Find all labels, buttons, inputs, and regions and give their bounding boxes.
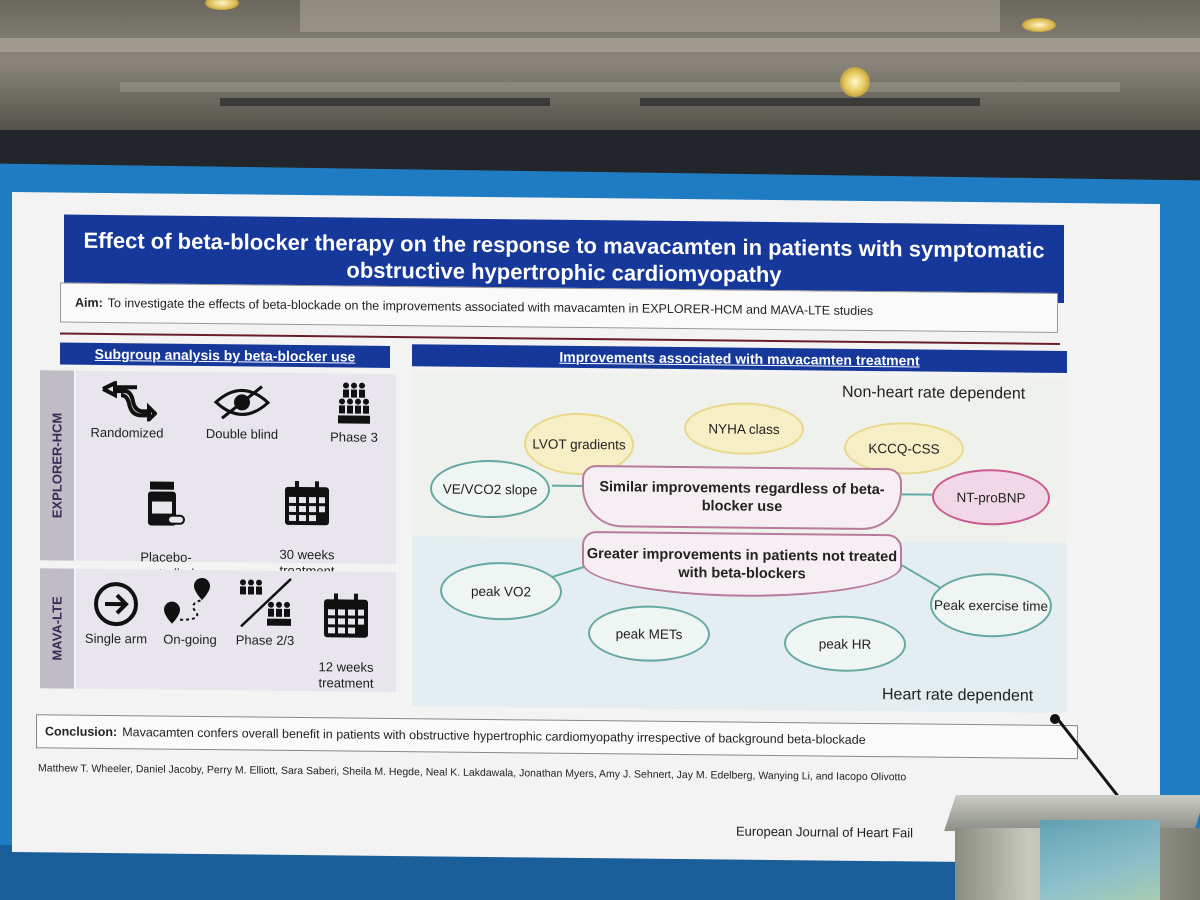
randomized-item: Randomized	[82, 380, 172, 442]
placebo-item: Placebo- controlled	[116, 463, 216, 582]
mava-box: Single arm On-going P	[76, 568, 396, 693]
connector-line	[552, 484, 582, 487]
microphone-icon	[1050, 714, 1060, 724]
explorer-box: Randomized Double blind Phase 3	[76, 370, 396, 581]
authors: Matthew T. Wheeler, Daniel Jacoby, Perry…	[38, 762, 907, 784]
explorer-label: EXPLORER-HCM	[40, 370, 74, 561]
journal: European Journal of Heart Fail	[736, 823, 914, 841]
ceiling-light	[840, 67, 870, 97]
ceiling-beam	[0, 38, 1200, 52]
pill-bottle-icon	[148, 481, 185, 526]
podium-panel	[1040, 820, 1160, 900]
single-arm-item: Single arm	[78, 581, 154, 648]
conclusion-text: Mavacamten confers overall benefit in pa…	[122, 725, 866, 747]
people-icon	[338, 382, 370, 424]
non-hr-label: Non-heart rate dependent	[842, 383, 1026, 403]
oval-peak-exercise: Peak exercise time	[930, 572, 1052, 638]
oval-ntprobnp: NT-proBNP	[932, 468, 1050, 526]
eye-crossed-icon	[213, 385, 271, 420]
ceiling-beam	[120, 82, 1120, 92]
people-crossed-icon	[240, 578, 292, 628]
ceiling-vent	[220, 98, 550, 106]
conclusion-box: Conclusion: Mavacamten confers overall b…	[36, 714, 1078, 760]
arrow-circle-icon	[94, 582, 138, 627]
subgroup-panel: EXPLORER-HCM Randomized Double blind	[40, 370, 400, 749]
left-section-header: Subgroup analysis by beta-blocker use	[60, 342, 390, 368]
center-similar: Similar improvements regardless of beta-…	[582, 464, 902, 531]
12-weeks-item: 12 weeks treatment	[302, 577, 390, 692]
calendar-icon	[285, 480, 329, 526]
aim-label: Aim:	[75, 295, 103, 310]
conclusion-label: Conclusion:	[45, 724, 118, 740]
ceiling-panel	[300, 0, 1000, 32]
oval-ve-vco2: VE/VCO2 slope	[430, 459, 550, 519]
mava-label: MAVA-LTE	[40, 568, 74, 689]
improvements-panel: Non-heart rate dependent LVOT gradients …	[412, 371, 1067, 714]
ongoing-item: On-going	[152, 575, 228, 648]
hr-label: Heart rate dependent	[882, 686, 1034, 705]
calendar-icon	[324, 593, 368, 638]
30-weeks-item: 30 weeks treatment	[252, 465, 362, 580]
randomize-icon	[102, 380, 157, 422]
slide: Effect of beta-blocker therapy on the re…	[12, 192, 1160, 865]
aim-text: To investigate the effects of beta-block…	[107, 296, 874, 319]
connector-line	[902, 493, 932, 496]
ceiling-vent	[640, 98, 980, 106]
phase23-item: Phase 2/3	[224, 576, 306, 649]
ceiling-light	[205, 0, 239, 10]
right-section-header: Improvements associated with mavacamten …	[412, 344, 1067, 374]
ceiling-light	[1022, 18, 1056, 32]
phase3-item: Phase 3	[314, 381, 394, 446]
double-blind-item: Double blind	[192, 382, 292, 443]
route-pin-icon	[164, 577, 210, 624]
